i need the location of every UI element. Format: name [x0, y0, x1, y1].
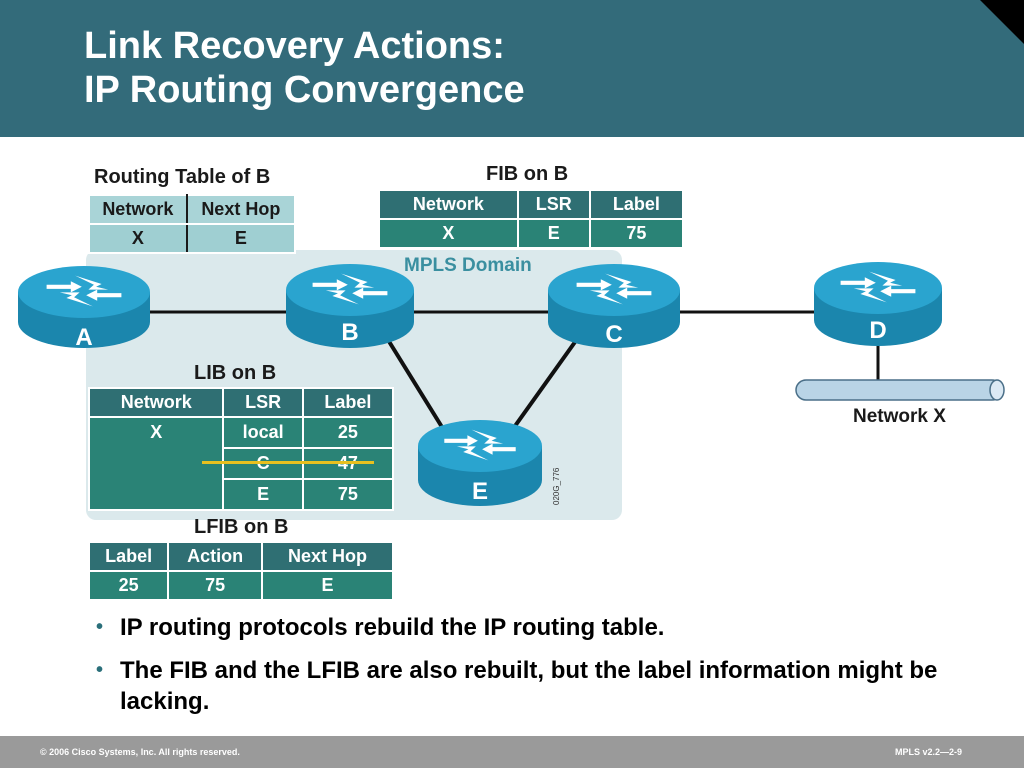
fib-header-label: Label — [588, 189, 685, 220]
lib-network-cell: X — [87, 416, 225, 511]
lib-header-network: Network — [87, 387, 225, 418]
fib-header-network: Network — [378, 189, 519, 220]
lib-cell: 75 — [301, 478, 395, 511]
lib-strike-line — [202, 461, 374, 464]
routing-table-caption: Routing Table of B — [94, 166, 271, 188]
routing-table: Network Next Hop X E — [88, 194, 297, 254]
lfib-cell: 25 — [87, 570, 170, 601]
fib-cell: X — [378, 218, 519, 249]
link-b-e — [383, 333, 452, 442]
router-d-icon: D — [814, 262, 942, 346]
bullet-dot-icon: • — [96, 616, 104, 638]
title-line-2: IP Routing Convergence — [84, 69, 525, 111]
lib-cell: local — [222, 416, 304, 449]
slide-header: Link Recovery Actions: IP Routing Conver… — [0, 0, 1024, 137]
rt-header-nexthop: Next Hop — [185, 194, 297, 225]
fib-cell: 75 — [588, 218, 685, 249]
lfib-caption: LFIB on B — [194, 516, 289, 538]
lib-cell: E — [222, 478, 304, 511]
bullet-text: The FIB and the LFIB are also rebuilt, b… — [120, 657, 938, 715]
lib-caption: LIB on B — [194, 362, 277, 384]
fib-table: Network LSR Label X E 75 — [378, 189, 685, 249]
lfib-table: Label Action Next Hop 25 75 E — [87, 541, 394, 601]
lfib-header-nexthop: Next Hop — [261, 541, 394, 572]
lfib-header-action: Action — [167, 541, 263, 572]
lib-cell: 25 — [301, 416, 395, 449]
footer-copyright: © 2006 Cisco Systems, Inc. All rights re… — [40, 747, 240, 757]
footer-course-code: MPLS v2.2—2-9 — [894, 747, 962, 757]
lfib-header-label: Label — [87, 541, 170, 572]
rt-cell: E — [185, 223, 297, 254]
lfib-cell: E — [261, 570, 394, 601]
bullet-item: • The FIB and the LFIB are also rebuilt,… — [96, 655, 976, 717]
bullet-dot-icon: • — [96, 659, 104, 681]
router-c-label: C — [605, 321, 622, 348]
router-c-icon: C — [548, 264, 680, 348]
lib-table: Network LSR Label X local 25 C 47 E 75 — [87, 387, 395, 511]
router-e-icon: E — [418, 420, 542, 506]
fib-caption: FIB on B — [486, 163, 569, 185]
router-e-label: E — [472, 478, 488, 505]
title-line-1: Link Recovery Actions: — [84, 25, 505, 67]
lib-header-label: Label — [301, 387, 395, 418]
rt-header-network: Network — [88, 194, 188, 225]
lfib-cell: 75 — [167, 570, 263, 601]
bullet-list: • IP routing protocols rebuild the IP ro… — [96, 612, 976, 729]
link-c-e — [503, 333, 582, 442]
network-x-segment — [795, 379, 1005, 401]
router-b-label: B — [341, 319, 358, 346]
figure-id: 020G_776 — [552, 467, 561, 505]
network-x-label: Network X — [853, 406, 946, 427]
header-corner — [980, 0, 1024, 44]
slide-title: Link Recovery Actions: IP Routing Conver… — [84, 24, 525, 112]
router-b-icon: B — [286, 264, 414, 348]
mpls-domain-label: MPLS Domain — [404, 255, 532, 276]
slide-footer: © 2006 Cisco Systems, Inc. All rights re… — [0, 736, 1024, 768]
rt-cell: X — [88, 223, 188, 254]
fib-header-lsr: LSR — [516, 189, 591, 220]
router-a-label: A — [75, 324, 92, 351]
bullet-text: IP routing protocols rebuild the IP rout… — [120, 614, 665, 641]
router-a-icon: A — [18, 266, 150, 351]
lib-header-lsr: LSR — [222, 387, 304, 418]
router-d-label: D — [869, 317, 886, 344]
fib-cell: E — [516, 218, 591, 249]
bullet-item: • IP routing protocols rebuild the IP ro… — [96, 612, 976, 643]
